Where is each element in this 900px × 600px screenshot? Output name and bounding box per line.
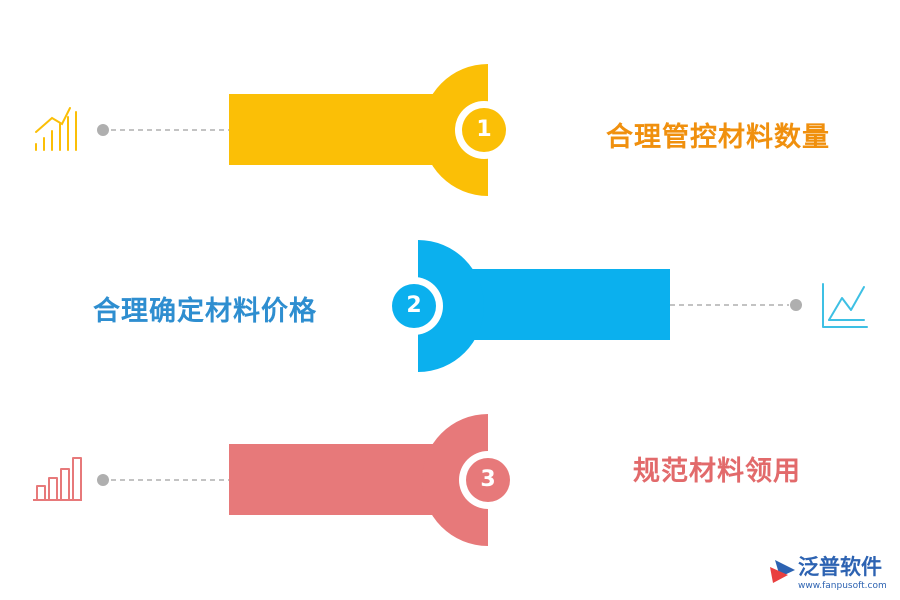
step-3-number: 3 — [480, 467, 496, 492]
logo-name: 泛普软件 — [798, 555, 882, 579]
bar-chart-icon — [33, 457, 82, 501]
step-2-shape — [385, 240, 670, 372]
step-1-connector — [97, 124, 229, 136]
step-1-shape — [229, 64, 513, 196]
step-3-shape — [229, 414, 517, 546]
step-3-connector — [97, 474, 229, 486]
step-2-title: 合理确定材料价格 — [93, 296, 317, 327]
line-chart-icon — [822, 283, 868, 328]
step-3-title: 规范材料领用 — [633, 456, 801, 487]
brand-logo: 泛普软件 www.fanpusoft.com — [768, 553, 892, 593]
fanpu-logo-icon — [770, 560, 795, 583]
signal-bars-icon — [35, 107, 77, 151]
step-2-number: 2 — [406, 293, 422, 318]
step-1-title: 合理管控材料数量 — [606, 122, 830, 153]
step-2-connector — [670, 299, 802, 311]
step-1-number: 1 — [476, 117, 492, 142]
logo-url: www.fanpusoft.com — [798, 581, 887, 591]
